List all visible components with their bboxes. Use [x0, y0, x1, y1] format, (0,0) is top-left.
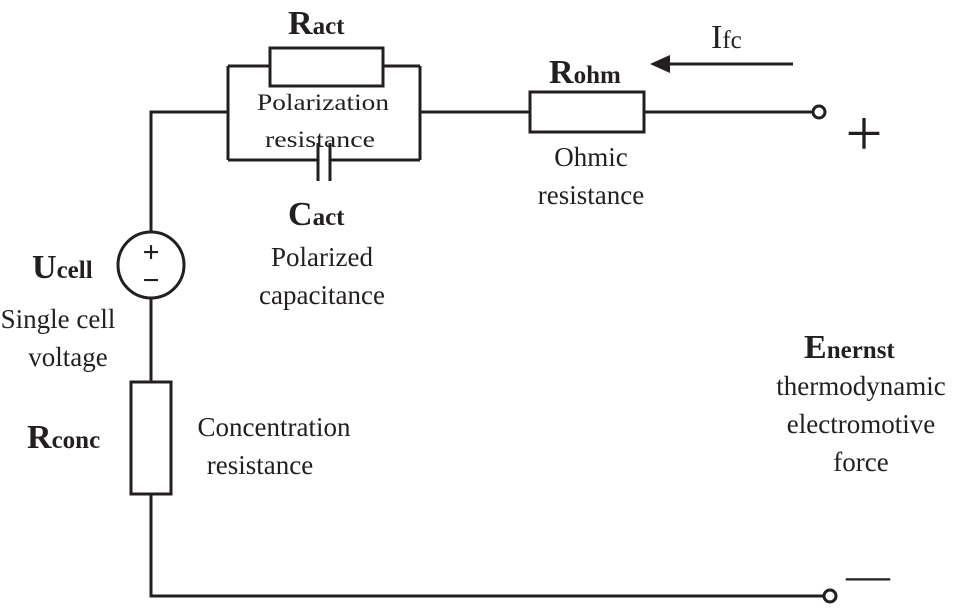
- r-conc-resistor: [129, 380, 173, 496]
- u-cell-description-line1: Single cell: [1, 304, 116, 334]
- u-cell-minus-sign: −: [142, 264, 159, 297]
- r-ohm-resistor: [528, 90, 646, 134]
- r-act-symbol: Ract: [288, 5, 345, 42]
- c-act-capacitor: [316, 143, 332, 181]
- wire-top-left: [149, 110, 228, 232]
- u-cell-description-line2: voltage: [28, 342, 107, 372]
- u-cell-symbol: Ucell: [32, 249, 93, 286]
- circuit-wires: [149, 64, 824, 598]
- positive-terminal-sign: +: [845, 97, 882, 170]
- e-nernst-symbol: Enernst: [804, 329, 895, 366]
- r-act-description: Polarization: [257, 90, 390, 115]
- r-act-description-line2: resistance: [265, 127, 375, 152]
- e-nernst-description-line3: force: [833, 447, 888, 477]
- r-conc-description-line1: Concentration: [198, 412, 351, 442]
- negative-terminal-sign: —: [845, 551, 891, 600]
- r-ohm-symbol: Rohm: [549, 54, 621, 91]
- e-nernst-description-line2: electromotive: [787, 409, 935, 439]
- wire-bottom: [149, 494, 824, 598]
- r-act-resistor: [268, 46, 385, 88]
- r-conc-description-line2: resistance: [207, 450, 313, 480]
- r-conc-symbol: Rconc: [27, 419, 100, 456]
- current-arrow: [650, 55, 793, 73]
- e-nernst-description-line1: thermodynamic: [776, 371, 945, 401]
- u-cell-voltage-source: [116, 230, 186, 300]
- current-symbol: Ifc: [711, 19, 742, 56]
- r-ohm-description-line2: resistance: [538, 180, 644, 210]
- c-act-symbol: Cact: [288, 196, 345, 233]
- u-cell-plus-sign: +: [142, 236, 159, 269]
- c-act-description-line1: Polarized: [271, 242, 373, 272]
- r-ohm-description-line1: Ohmic: [554, 142, 628, 172]
- c-act-description-line2: capacitance: [259, 280, 385, 310]
- positive-terminal: [811, 104, 827, 120]
- negative-terminal: [822, 588, 838, 604]
